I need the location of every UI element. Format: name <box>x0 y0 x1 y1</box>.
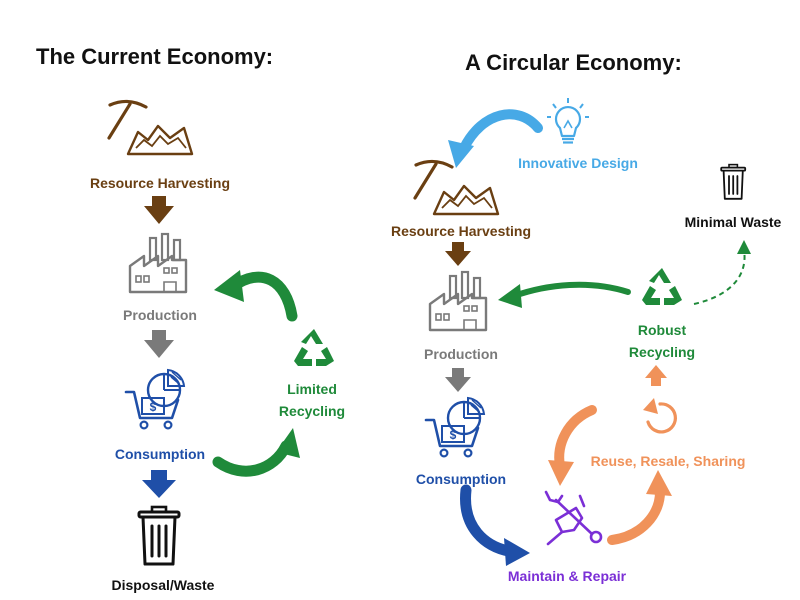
shopping-cart-icon <box>124 368 186 430</box>
factory-icon <box>428 270 488 332</box>
shopping-cart-icon <box>424 396 486 458</box>
circular-economy-title: A Circular Economy: <box>465 50 682 75</box>
recycling-arrow <box>511 281 631 299</box>
down-arrow <box>445 368 471 392</box>
resource-harvesting-label: Resource Harvesting <box>391 223 531 239</box>
resource-harvesting-label: Resource Harvesting <box>90 175 230 191</box>
current-economy-title: The Current Economy: <box>36 44 273 69</box>
minimal-waste-label: Minimal Waste <box>685 214 782 230</box>
pickaxe-mountain-icon <box>107 99 194 156</box>
reuse-arrow-right <box>607 487 665 545</box>
trash-can-icon <box>137 505 181 566</box>
innovative-design-label: Innovative Design <box>518 155 638 171</box>
down-arrow <box>144 330 174 358</box>
recycle-icon <box>294 329 334 366</box>
robust-recycling-label-line1: Robust <box>638 322 687 338</box>
arrowhead <box>448 140 474 168</box>
arrowhead <box>276 428 300 458</box>
down-arrow <box>142 470 176 498</box>
production-label: Production <box>424 346 498 362</box>
arrowhead <box>548 460 574 486</box>
up-arrow <box>645 365 667 386</box>
limited-recycling-label-line2: Recycling <box>279 403 345 419</box>
maintain-repair-label: Maintain & Repair <box>508 568 627 584</box>
arrowhead <box>498 284 522 308</box>
repair-tools-icon <box>544 490 603 546</box>
reuse-resale-sharing-label: Reuse, Resale, Sharing <box>591 453 746 469</box>
design-arrow <box>459 109 543 153</box>
arrowhead <box>646 470 672 496</box>
limited-recycling-label-line1: Limited <box>287 381 337 397</box>
production-label: Production <box>123 307 197 323</box>
reuse-arrow-left <box>554 405 597 471</box>
disposal-waste-label: Disposal/Waste <box>112 577 215 593</box>
consumption-label: Consumption <box>115 446 205 462</box>
lightbulb-icon <box>545 96 591 144</box>
pickaxe-mountain-icon <box>413 159 500 216</box>
recycle-icon <box>642 268 682 305</box>
trash-can-icon <box>720 163 747 200</box>
arrowhead <box>504 538 530 566</box>
recycling-arrow-bottom <box>212 440 292 477</box>
arrowhead <box>737 240 751 254</box>
consumption-label: Consumption <box>416 471 506 487</box>
robust-recycling-label-line2: Recycling <box>629 344 695 360</box>
factory-icon <box>128 232 188 294</box>
refresh-icon <box>646 402 677 434</box>
arrowhead <box>214 270 244 302</box>
waste-dashed-arrow <box>693 249 746 305</box>
down-arrow <box>445 242 471 266</box>
down-arrow <box>144 196 174 224</box>
arrowhead <box>643 398 658 414</box>
